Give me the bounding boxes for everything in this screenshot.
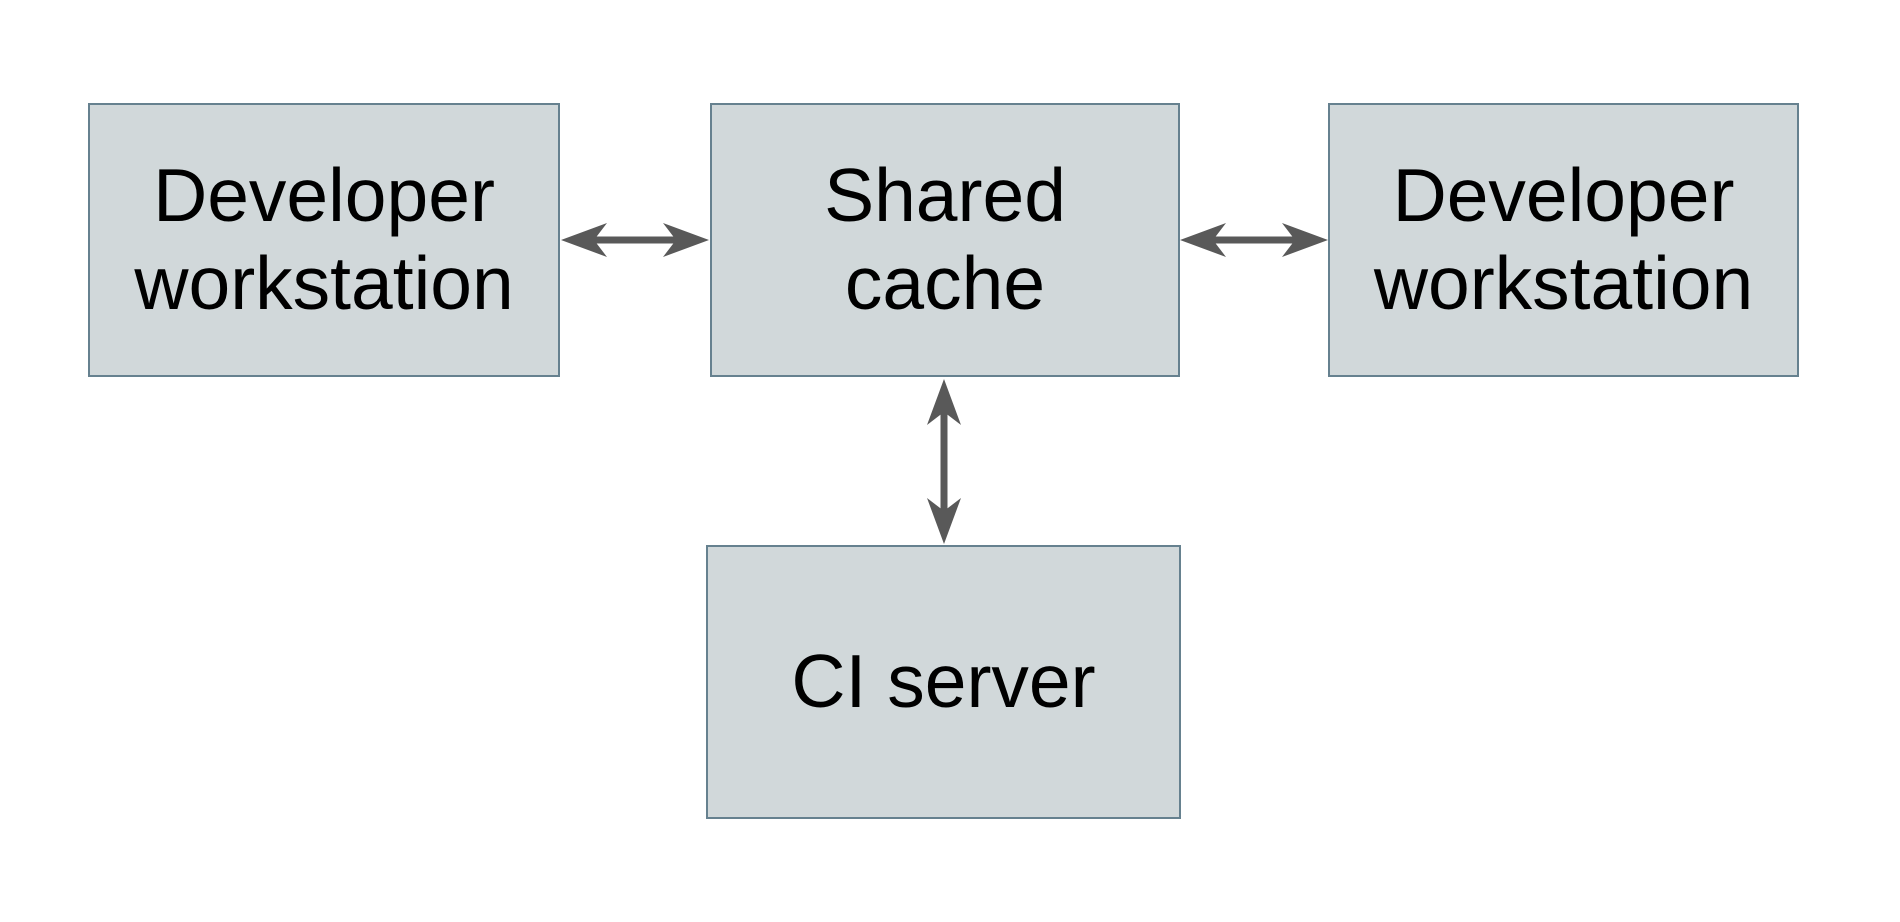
arrowhead-up-icon <box>927 379 961 425</box>
arrowhead-left-icon <box>1180 223 1226 257</box>
node-ci-server: CI server <box>706 545 1181 819</box>
arrow-shaft <box>940 408 948 515</box>
node-developer-workstation-right: Developer workstation <box>1328 103 1799 377</box>
node-shared-cache: Shared cache <box>710 103 1180 377</box>
arrow-shaft <box>1209 236 1299 244</box>
arrowhead-right-icon <box>1282 223 1328 257</box>
bidirectional-arrow-shared-cache-right-workstation <box>1180 223 1328 257</box>
arrowhead-right-icon <box>663 223 709 257</box>
arrowhead-left-icon <box>561 223 607 257</box>
bidirectional-arrow-shared-cache-ci-server <box>927 379 961 544</box>
node-label: Developer workstation <box>134 153 514 325</box>
node-label: CI server <box>791 639 1096 724</box>
arrowhead-down-icon <box>927 498 961 544</box>
node-developer-workstation-left: Developer workstation <box>88 103 560 377</box>
arrow-shaft <box>590 236 680 244</box>
node-label: Developer workstation <box>1373 153 1754 325</box>
bidirectional-arrow-left-workstation-shared-cache <box>561 223 709 257</box>
node-label: Shared cache <box>824 153 1066 325</box>
